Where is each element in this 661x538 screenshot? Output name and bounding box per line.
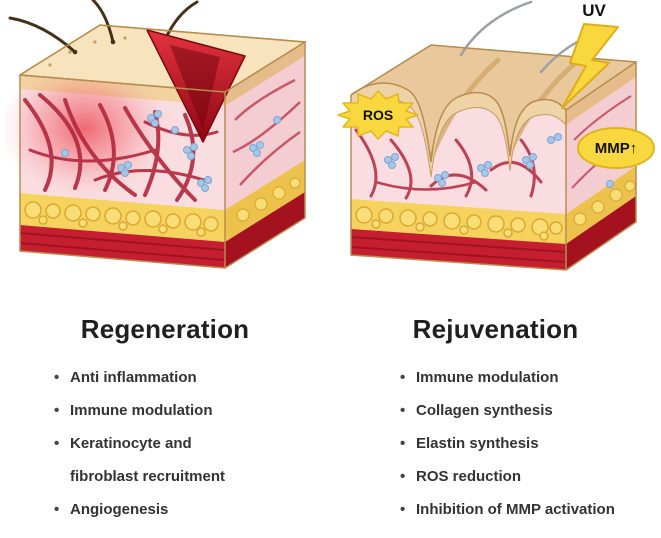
list-item: Immune modulation [54,394,234,427]
wound [146,29,246,143]
mmp-badge: MMP↑ [576,127,655,169]
rejuvenation-list: Immune modulation Collagen synthesis Ela… [400,361,650,526]
list-item: Immune modulation [400,361,650,394]
regeneration-title: Regeneration [80,314,250,344]
list-item: ROS reduction [400,460,650,493]
uv-label: UV [582,1,606,20]
wounded-skin-illustration [5,0,308,269]
fat-bubbles [354,206,563,241]
immune-cells [61,110,281,192]
list-item: Inhibition of MMP activation [400,493,650,526]
ros-badge: ROS [336,90,419,140]
list-item: Keratinocyte and fibroblast recruitment [54,427,234,493]
muscle-striations [19,232,226,261]
ros-label: ROS [362,107,392,123]
side-face [225,42,305,268]
aged-skin-illustration: UV ROS MMP↑ [336,0,655,271]
list-item: Angiogenesis [54,493,234,526]
list-item: Collagen synthesis [400,394,650,427]
panel-regeneration: Regeneration Anti inflammation Immune mo… [0,0,330,538]
cube-outline [19,24,306,269]
mmp-label: MMP↑ [594,140,637,157]
list-item: Anti inflammation [54,361,234,394]
muscle-layer [20,225,225,268]
muscle-layer [350,229,566,270]
regeneration-list: Anti inflammation Immune modulation Kera… [54,361,234,526]
list-item: Elastin synthesis [400,427,650,460]
muscle-striations [350,236,566,263]
fat-bubbles [24,201,219,237]
uv-lightning-icon: UV [560,1,619,109]
panel-rejuvenation: UV ROS MMP↑ Rejuvenation Immune modulati… [330,0,661,538]
cube-outline [349,44,637,271]
rejuvenation-title: Rejuvenation [412,314,579,344]
